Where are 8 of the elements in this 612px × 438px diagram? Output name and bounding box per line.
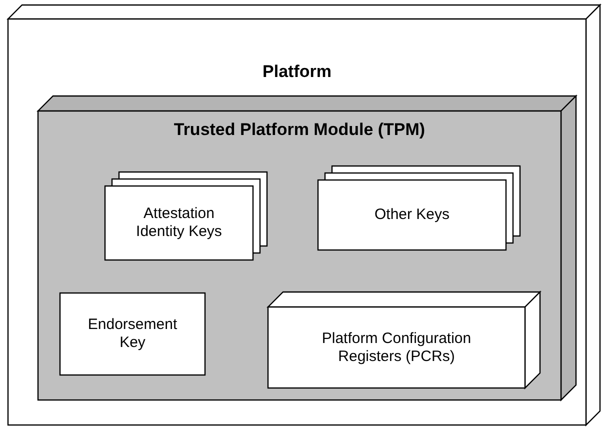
- key-stack: [318, 166, 520, 250]
- key-box: [60, 293, 205, 375]
- box-label: Other Keys: [374, 206, 450, 224]
- box-label: Endorsement Key: [86, 316, 178, 352]
- box-label: Attestation Identity Keys: [135, 205, 223, 241]
- box-title: Platform: [262, 63, 332, 81]
- box-title: Trusted Platform Module (TPM): [174, 121, 426, 139]
- key-stack: [105, 172, 267, 260]
